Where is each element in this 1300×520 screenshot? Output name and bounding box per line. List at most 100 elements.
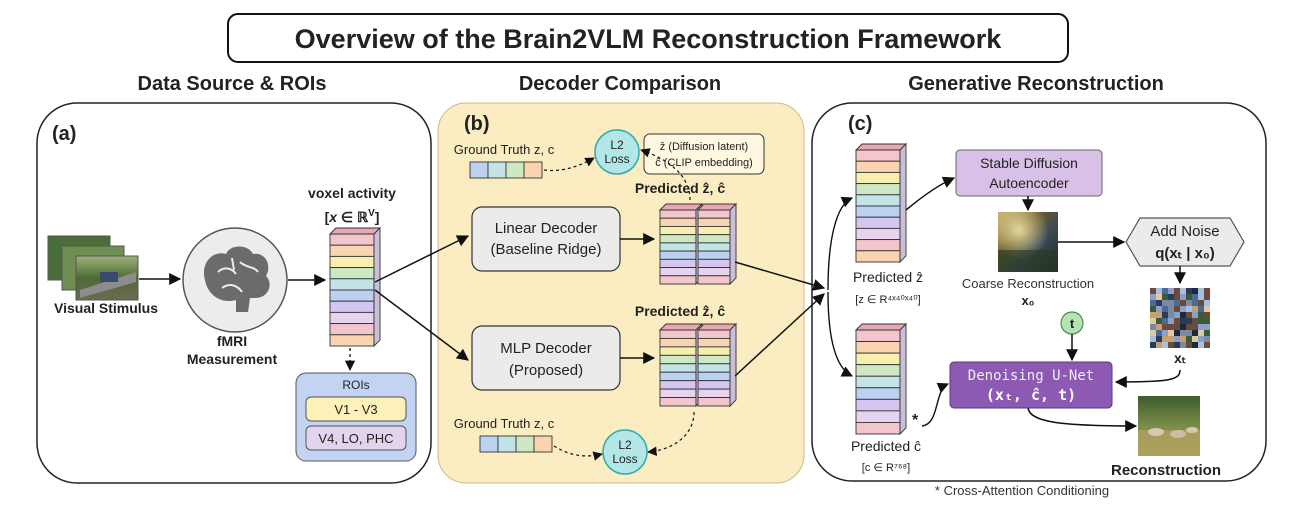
noise-pixel <box>1162 342 1168 348</box>
timestep-label: t <box>1070 316 1075 331</box>
arrow-gt-to-loss-bottom <box>553 445 603 461</box>
predicted-bottom-stack <box>658 322 738 408</box>
noise-pixel <box>1150 342 1156 348</box>
noise-pixel <box>1198 288 1204 294</box>
noise-pixel <box>1204 312 1210 318</box>
predicted-bottom-label: Predicted ẑ, ĉ <box>635 303 725 319</box>
voxel-element-cell <box>329 244 375 257</box>
noise-pixel <box>1192 294 1198 300</box>
predicted-z-dim: [z ∈ R⁴ˣ⁴⁰ˣ⁴⁰] <box>855 294 920 306</box>
noise-pixel <box>1180 318 1186 324</box>
l2-loss-bottom-line1: L2 <box>618 438 632 452</box>
noise-pixel <box>1168 318 1174 324</box>
noise-pixel <box>1204 288 1210 294</box>
voxel-element-cell <box>329 267 375 280</box>
pred-top-a-cell <box>659 267 697 277</box>
noise-pixel <box>1162 306 1168 312</box>
voxel-element-cell <box>329 255 375 269</box>
voxel-element-cell <box>329 323 375 336</box>
noisy-image-xt <box>1150 288 1210 348</box>
pred-bottom-a-cell <box>659 397 697 407</box>
noise-pixel <box>1180 294 1186 300</box>
pred-bottom-a-cell <box>659 329 697 339</box>
pred-bottom-a-top-face <box>658 323 704 331</box>
noise-pixel <box>1150 288 1156 294</box>
pred-bottom-a-cell <box>659 354 697 365</box>
noise-pixel <box>1168 312 1174 318</box>
noise-pixel <box>1150 330 1156 336</box>
denoising-unet-args: (xₜ, ĉ, t) <box>986 386 1076 404</box>
ground-truth-top-label: Ground Truth z, c <box>454 142 555 157</box>
gt-top-cell <box>505 161 525 179</box>
noise-pixel <box>1186 306 1192 312</box>
pred-z-cell <box>855 194 901 207</box>
fmri-label-line1: fMRI <box>217 333 247 349</box>
title-box <box>227 13 1069 63</box>
pred-bottom-b-cell <box>697 371 731 382</box>
pred-bottom-b-cell <box>697 363 731 373</box>
noise-pixel <box>1180 336 1186 342</box>
gt-top-cell <box>523 161 543 179</box>
noise-pixel <box>1156 342 1162 348</box>
noise-pixel <box>1162 336 1168 342</box>
noise-pixel <box>1174 294 1180 300</box>
arrow-pred-to-loss-top <box>640 148 691 201</box>
noise-pixel <box>1192 336 1198 342</box>
voxel-title: voxel activity <box>308 185 396 201</box>
noise-pixel <box>1150 306 1156 312</box>
noise-pixel <box>1168 300 1174 306</box>
noise-pixel <box>1162 294 1168 300</box>
coarse-reconstruction-label: Coarse Reconstruction <box>962 276 1094 291</box>
reconstruction-label: Reconstruction <box>1111 462 1221 479</box>
pred-c-cell <box>855 341 901 354</box>
section-heading-b: Decoder Comparison <box>519 73 721 95</box>
linear-decoder-subtitle: (Baseline Ridge) <box>491 241 602 258</box>
noise-pixel <box>1180 306 1186 312</box>
noise-pixel <box>1192 312 1198 318</box>
noise-pixel <box>1156 336 1162 342</box>
pred-top-b-cell <box>697 275 731 285</box>
noise-pixel <box>1192 288 1198 294</box>
pred-bottom-a-cell <box>659 337 697 348</box>
noise-pixel <box>1162 312 1168 318</box>
pred-top-a-top-face <box>658 203 704 211</box>
pred-top-a-cell <box>659 234 697 244</box>
x0-label: x₀ <box>1021 293 1034 308</box>
pred-top-a-cell <box>659 209 697 219</box>
pred-c-cell <box>855 421 901 435</box>
voxel-element-cell <box>329 233 375 246</box>
panel-b-label: (b) <box>464 113 490 135</box>
noise-pixel <box>1180 342 1186 348</box>
predicted-z-vector <box>854 142 908 264</box>
stable-diffusion-line1: Stable Diffusion <box>980 155 1078 171</box>
arrow-linear-pred-to-c <box>734 261 826 291</box>
noise-pixel <box>1198 342 1204 348</box>
l2-loss-top-line1: L2 <box>610 138 624 152</box>
voxel-element-side-face <box>373 226 381 348</box>
noise-pixel <box>1174 324 1180 330</box>
predicted-top-stack <box>658 202 738 286</box>
noise-pixel <box>1192 342 1198 348</box>
linear-decoder-box <box>471 206 621 272</box>
pred-bottom-b-cell <box>697 329 731 339</box>
legend-latent: ẑ (Diffusion latent) <box>660 141 748 153</box>
legend-clip: ĉ (CLIP embedding) <box>655 157 753 169</box>
cross-attention-star: * <box>912 412 919 429</box>
noise-pixel <box>1186 336 1192 342</box>
noise-pixel <box>1162 330 1168 336</box>
noise-pixel <box>1150 300 1156 306</box>
section-heading-c: Generative Reconstruction <box>908 73 1164 95</box>
voxel-element-cell <box>329 311 375 325</box>
pred-z-cell <box>855 149 901 162</box>
noise-pixel <box>1204 294 1210 300</box>
linear-decoder-title: Linear Decoder <box>495 220 598 237</box>
gt-bottom-cell <box>533 435 553 453</box>
noise-pixel <box>1150 294 1156 300</box>
noise-pixel <box>1168 342 1174 348</box>
panel-a-label: (a) <box>52 123 76 145</box>
voxel-formula: [x ∈ ℝV] <box>325 208 380 225</box>
pred-c-cell <box>855 329 901 343</box>
brain-icon <box>203 246 270 312</box>
noise-pixel <box>1198 306 1204 312</box>
noise-pixel <box>1156 324 1162 330</box>
